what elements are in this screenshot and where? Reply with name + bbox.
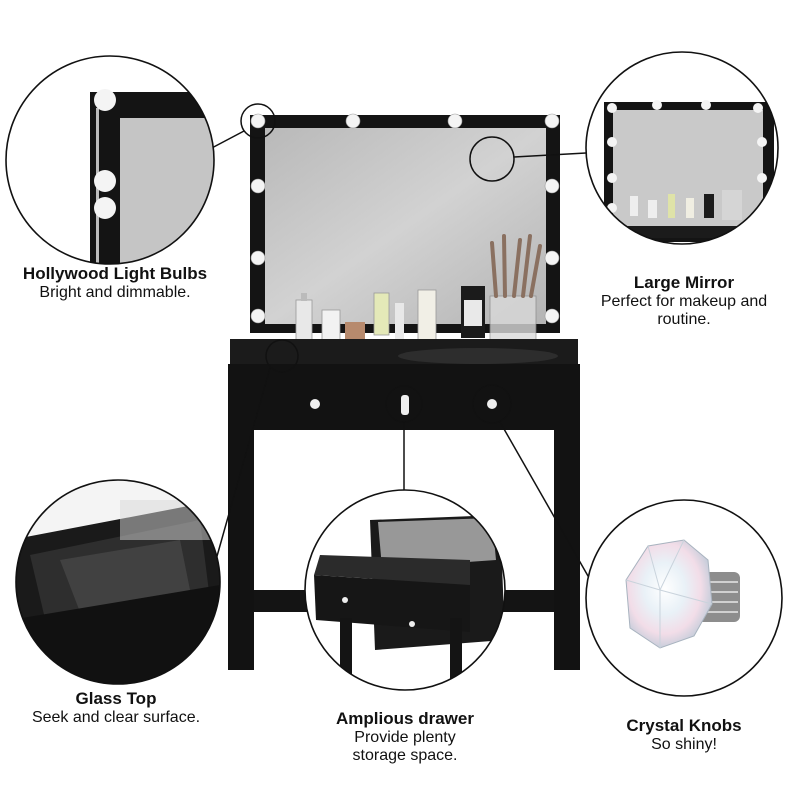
glass-top-detail [15, 479, 221, 685]
caption-bulbs-subtitle: Bright and dimmable. [39, 283, 191, 301]
caption-drawer: Amplious drawer Provide plenty storage s… [305, 709, 505, 765]
mirror-glass [265, 128, 546, 324]
mirror-detail [585, 51, 779, 245]
bulbs-detail [5, 55, 215, 265]
caption-glass: Glass Top Seek and clear surface. [2, 689, 230, 727]
caption-mirror-subtitle-2: routine. [657, 310, 711, 328]
caption-drawer-title: Amplious drawer [336, 709, 474, 728]
leg-right [554, 430, 580, 670]
caption-bulbs-title: Hollywood Light Bulbs [22, 264, 208, 283]
caption-glass-title: Glass Top [75, 689, 157, 708]
knob-left [310, 399, 320, 409]
drawer-detail [304, 489, 506, 691]
knob-right [487, 399, 497, 409]
crystal-knob-detail [585, 499, 783, 697]
caption-mirror-subtitle-1: Perfect for makeup and [600, 292, 768, 310]
vanity-main [228, 113, 580, 670]
caption-drawer-subtitle-2: storage space. [352, 746, 458, 764]
caption-mirror: Large Mirror Perfect for makeup and rout… [578, 273, 790, 329]
caption-bulbs: Hollywood Light Bulbs Bright and dimmabl… [0, 264, 230, 302]
caption-knobs-title: Crystal Knobs [626, 716, 742, 735]
callout-lines [207, 103, 597, 591]
caption-mirror-title: Large Mirror [633, 273, 735, 292]
mirror-bulbs [250, 113, 560, 324]
caption-knobs: Crystal Knobs So shiny! [594, 716, 774, 754]
knob-center [401, 395, 409, 415]
leg-left [228, 430, 254, 670]
caption-drawer-subtitle-1: Provide plenty [354, 728, 456, 746]
caption-glass-subtitle: Seek and clear surface. [31, 708, 201, 726]
caption-knobs-subtitle: So shiny! [651, 735, 717, 753]
